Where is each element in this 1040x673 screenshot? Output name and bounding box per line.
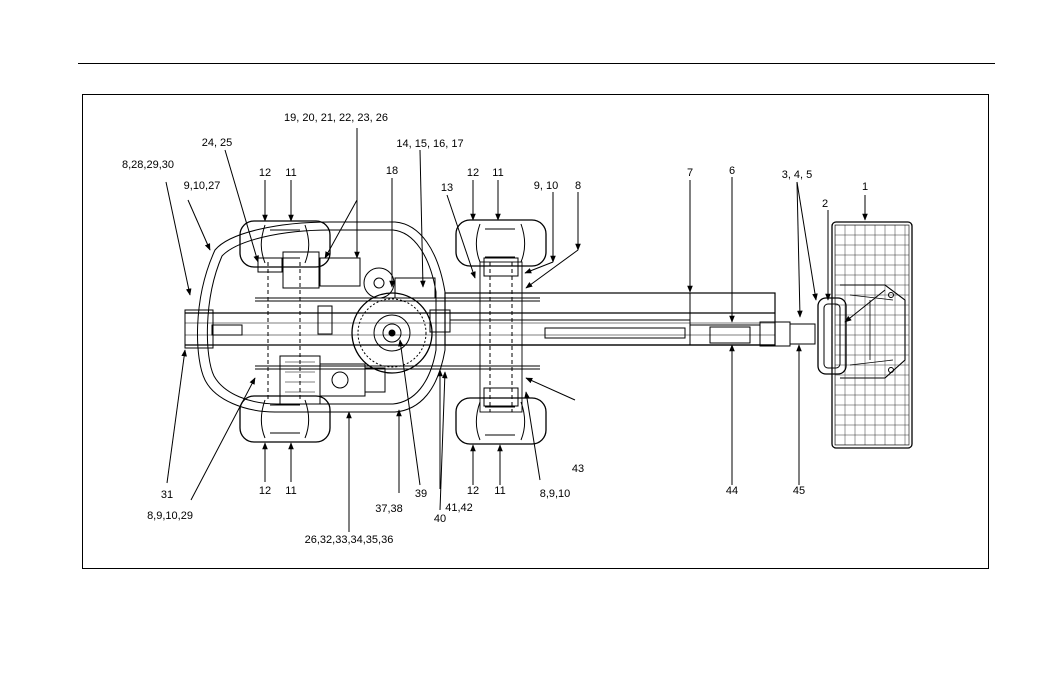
control-box xyxy=(395,278,435,298)
callout-14-17: 14, 15, 16, 17 xyxy=(396,138,463,150)
callout-19-26: 19, 20, 21, 22, 23, 26 xyxy=(284,112,388,124)
wheel-front-right xyxy=(456,398,546,444)
turntable-inner-outline xyxy=(207,230,436,404)
callout-45: 45 xyxy=(793,485,805,497)
callout-18: 18 xyxy=(386,165,398,177)
callout-7: 7 xyxy=(687,167,693,179)
wheel-rear-left xyxy=(240,221,330,267)
callout-12-front-left: 12 xyxy=(467,167,479,179)
turntable-outline xyxy=(197,222,445,412)
callout-39: 39 xyxy=(415,488,427,500)
callout-9-10-27: 9,10,27 xyxy=(184,180,221,192)
callout-6: 6 xyxy=(729,165,735,177)
callout-2: 2 xyxy=(822,198,828,210)
callout-41-42: 41,42 xyxy=(445,502,473,514)
callout-11-front-left: 11 xyxy=(492,167,503,179)
engine-pack xyxy=(280,356,385,404)
callout-9-10: 9, 10 xyxy=(534,180,558,192)
callout-8-9-10: 8,9,10 xyxy=(540,488,571,500)
callout-40: 40 xyxy=(434,513,446,525)
callout-26-32-36: 26,32,33,34,35,36 xyxy=(305,534,394,546)
callout-24-25: 24, 25 xyxy=(202,137,233,149)
hydraulic-tank xyxy=(212,252,360,335)
rear-axle xyxy=(268,262,300,400)
wheel-front-left xyxy=(456,220,546,266)
callout-12-front-right: 12 xyxy=(467,485,479,497)
callout-8-28-29-30: 8,28,29,30 xyxy=(122,159,174,171)
callout-44: 44 xyxy=(726,485,738,497)
leader-lines xyxy=(166,128,885,532)
callout-11-rear-right: 11 xyxy=(285,485,296,497)
callout-8-9-10-29: 8,9,10,29 xyxy=(147,510,193,522)
callout-1: 1 xyxy=(862,181,868,193)
callout-11-rear-left: 11 xyxy=(285,167,296,179)
callout-43: 43 xyxy=(572,463,584,475)
callout-3-4-5: 3, 4, 5 xyxy=(782,169,813,181)
wheel-rear-right xyxy=(240,396,330,442)
platform xyxy=(818,222,912,448)
callout-11-front-right: 11 xyxy=(494,485,505,497)
callout-31: 31 xyxy=(161,489,173,501)
callout-12-rear-left: 12 xyxy=(259,167,271,179)
callout-12-rear-right: 12 xyxy=(259,485,271,497)
callout-8: 8 xyxy=(575,180,581,192)
callout-37-38: 37,38 xyxy=(375,503,403,515)
callout-13: 13 xyxy=(441,182,453,194)
